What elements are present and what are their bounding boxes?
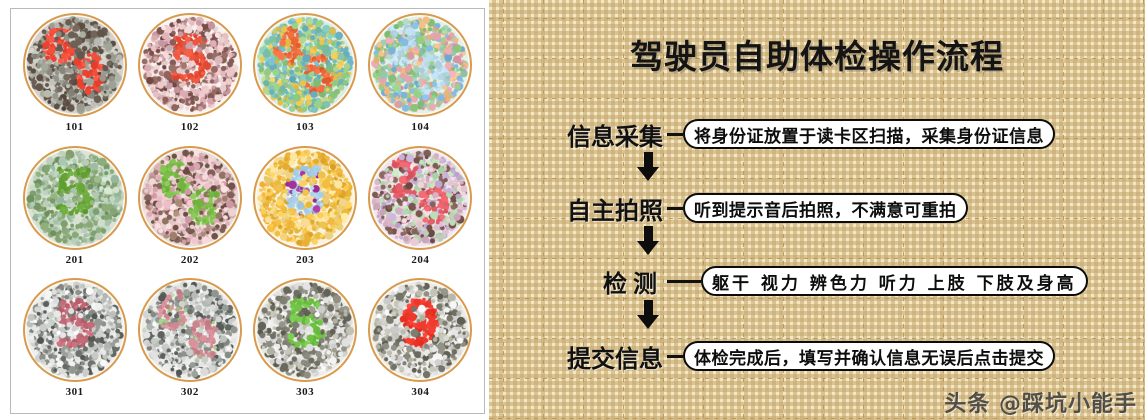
flow-connector-dash <box>667 279 701 283</box>
plate-label: 303 <box>296 386 315 399</box>
ishihara-plate-104: 104 <box>363 13 478 146</box>
flow-connector-dash <box>667 206 683 210</box>
plate-disc <box>253 278 358 383</box>
page-title: 驾驶员自助体检操作流程 <box>630 37 1004 76</box>
down-arrow-icon <box>637 300 659 330</box>
plate-disc <box>253 145 358 250</box>
plate-disc <box>22 145 127 250</box>
plate-label: 201 <box>65 253 84 266</box>
plate-disc <box>22 278 127 383</box>
ishihara-plate-204: 204 <box>363 145 478 279</box>
plate-disc <box>137 278 242 383</box>
color-vision-plate-panel: 101 102 103 104 201 202 203 204 301 302 303 304 <box>0 0 489 420</box>
flow-connector-dash <box>667 354 683 358</box>
plate-label: 101 <box>65 121 84 133</box>
plate-disc <box>368 278 473 383</box>
plate-disc <box>22 13 127 117</box>
ishihara-plate-302: 302 <box>132 278 247 411</box>
ishihara-plate-103: 103 <box>248 13 363 146</box>
grid-line-horizontal <box>489 418 1145 419</box>
plate-disc <box>137 13 242 117</box>
plate-label: 204 <box>411 253 430 266</box>
grid-line-horizontal <box>489 378 1145 379</box>
flow-step-detail-box: 体检完成后，填写并确认信息无误后点击提交 <box>683 341 1055 371</box>
grid-line-horizontal <box>489 258 1145 259</box>
watermark: 头条 @踩坑小能手 <box>944 392 1137 417</box>
ishihara-plate-102: 102 <box>132 13 247 146</box>
flow-step-4: 提交信息体检完成后，填写并确认信息无误后点击提交 <box>489 340 1145 373</box>
plate-label: 301 <box>65 386 84 399</box>
ishihara-plate-303: 303 <box>248 278 363 411</box>
flow-step-name: 检测 <box>603 269 663 298</box>
down-arrow-icon <box>637 152 659 182</box>
grid-line-horizontal <box>489 178 1145 179</box>
plate-disc <box>368 145 473 250</box>
plate-label: 102 <box>180 121 199 133</box>
flow-connector-dash <box>667 132 683 136</box>
exam-flow-panel: 驾驶员自助体检操作流程 信息采集将身份证放置于读卡区扫描，采集身份证信息自主拍照… <box>489 0 1145 420</box>
plate-label: 104 <box>411 121 430 133</box>
plate-label: 103 <box>296 121 315 133</box>
flow-step-name: 提交信息 <box>567 344 663 373</box>
ishihara-plate-304: 304 <box>363 278 478 411</box>
ishihara-plate-202: 202 <box>132 145 247 279</box>
flow-step-detail-box: 躯干 视力 辨色力 听力 上肢 下肢及身高 <box>701 266 1088 296</box>
plate-label: 202 <box>180 253 199 266</box>
plate-label: 304 <box>411 386 430 399</box>
flow-step-3: 检测 躯干 视力 辨色力 听力 上肢 下肢及身高 <box>489 265 1145 298</box>
plate-disc <box>368 13 473 117</box>
ishihara-plate-201: 201 <box>17 145 132 279</box>
flow-step-name: 信息采集 <box>567 122 663 151</box>
plate-label: 302 <box>180 386 199 399</box>
ishihara-plate-203: 203 <box>248 145 363 279</box>
grid-line-horizontal <box>489 18 1145 19</box>
flow-step-name: 自主拍照 <box>567 196 663 225</box>
flow-step-2: 自主拍照听到提示音后拍照，不满意可重拍 <box>489 192 1145 225</box>
plate-disc <box>253 13 358 117</box>
grid-line-horizontal <box>489 98 1145 99</box>
flow-step-1: 信息采集将身份证放置于读卡区扫描，采集身份证信息 <box>489 118 1145 151</box>
ishihara-plate-sheet: 101 102 103 104 201 202 203 204 301 302 303 304 <box>10 8 485 414</box>
ishihara-plate-101: 101 <box>17 13 132 146</box>
flow-step-detail-box: 将身份证放置于读卡区扫描，采集身份证信息 <box>683 119 1055 149</box>
flow-step-detail-box: 听到提示音后拍照，不满意可重拍 <box>683 193 968 223</box>
ishihara-plate-301: 301 <box>17 278 132 411</box>
plate-label: 203 <box>296 253 315 266</box>
plate-disc <box>137 145 242 250</box>
down-arrow-icon <box>637 226 659 256</box>
